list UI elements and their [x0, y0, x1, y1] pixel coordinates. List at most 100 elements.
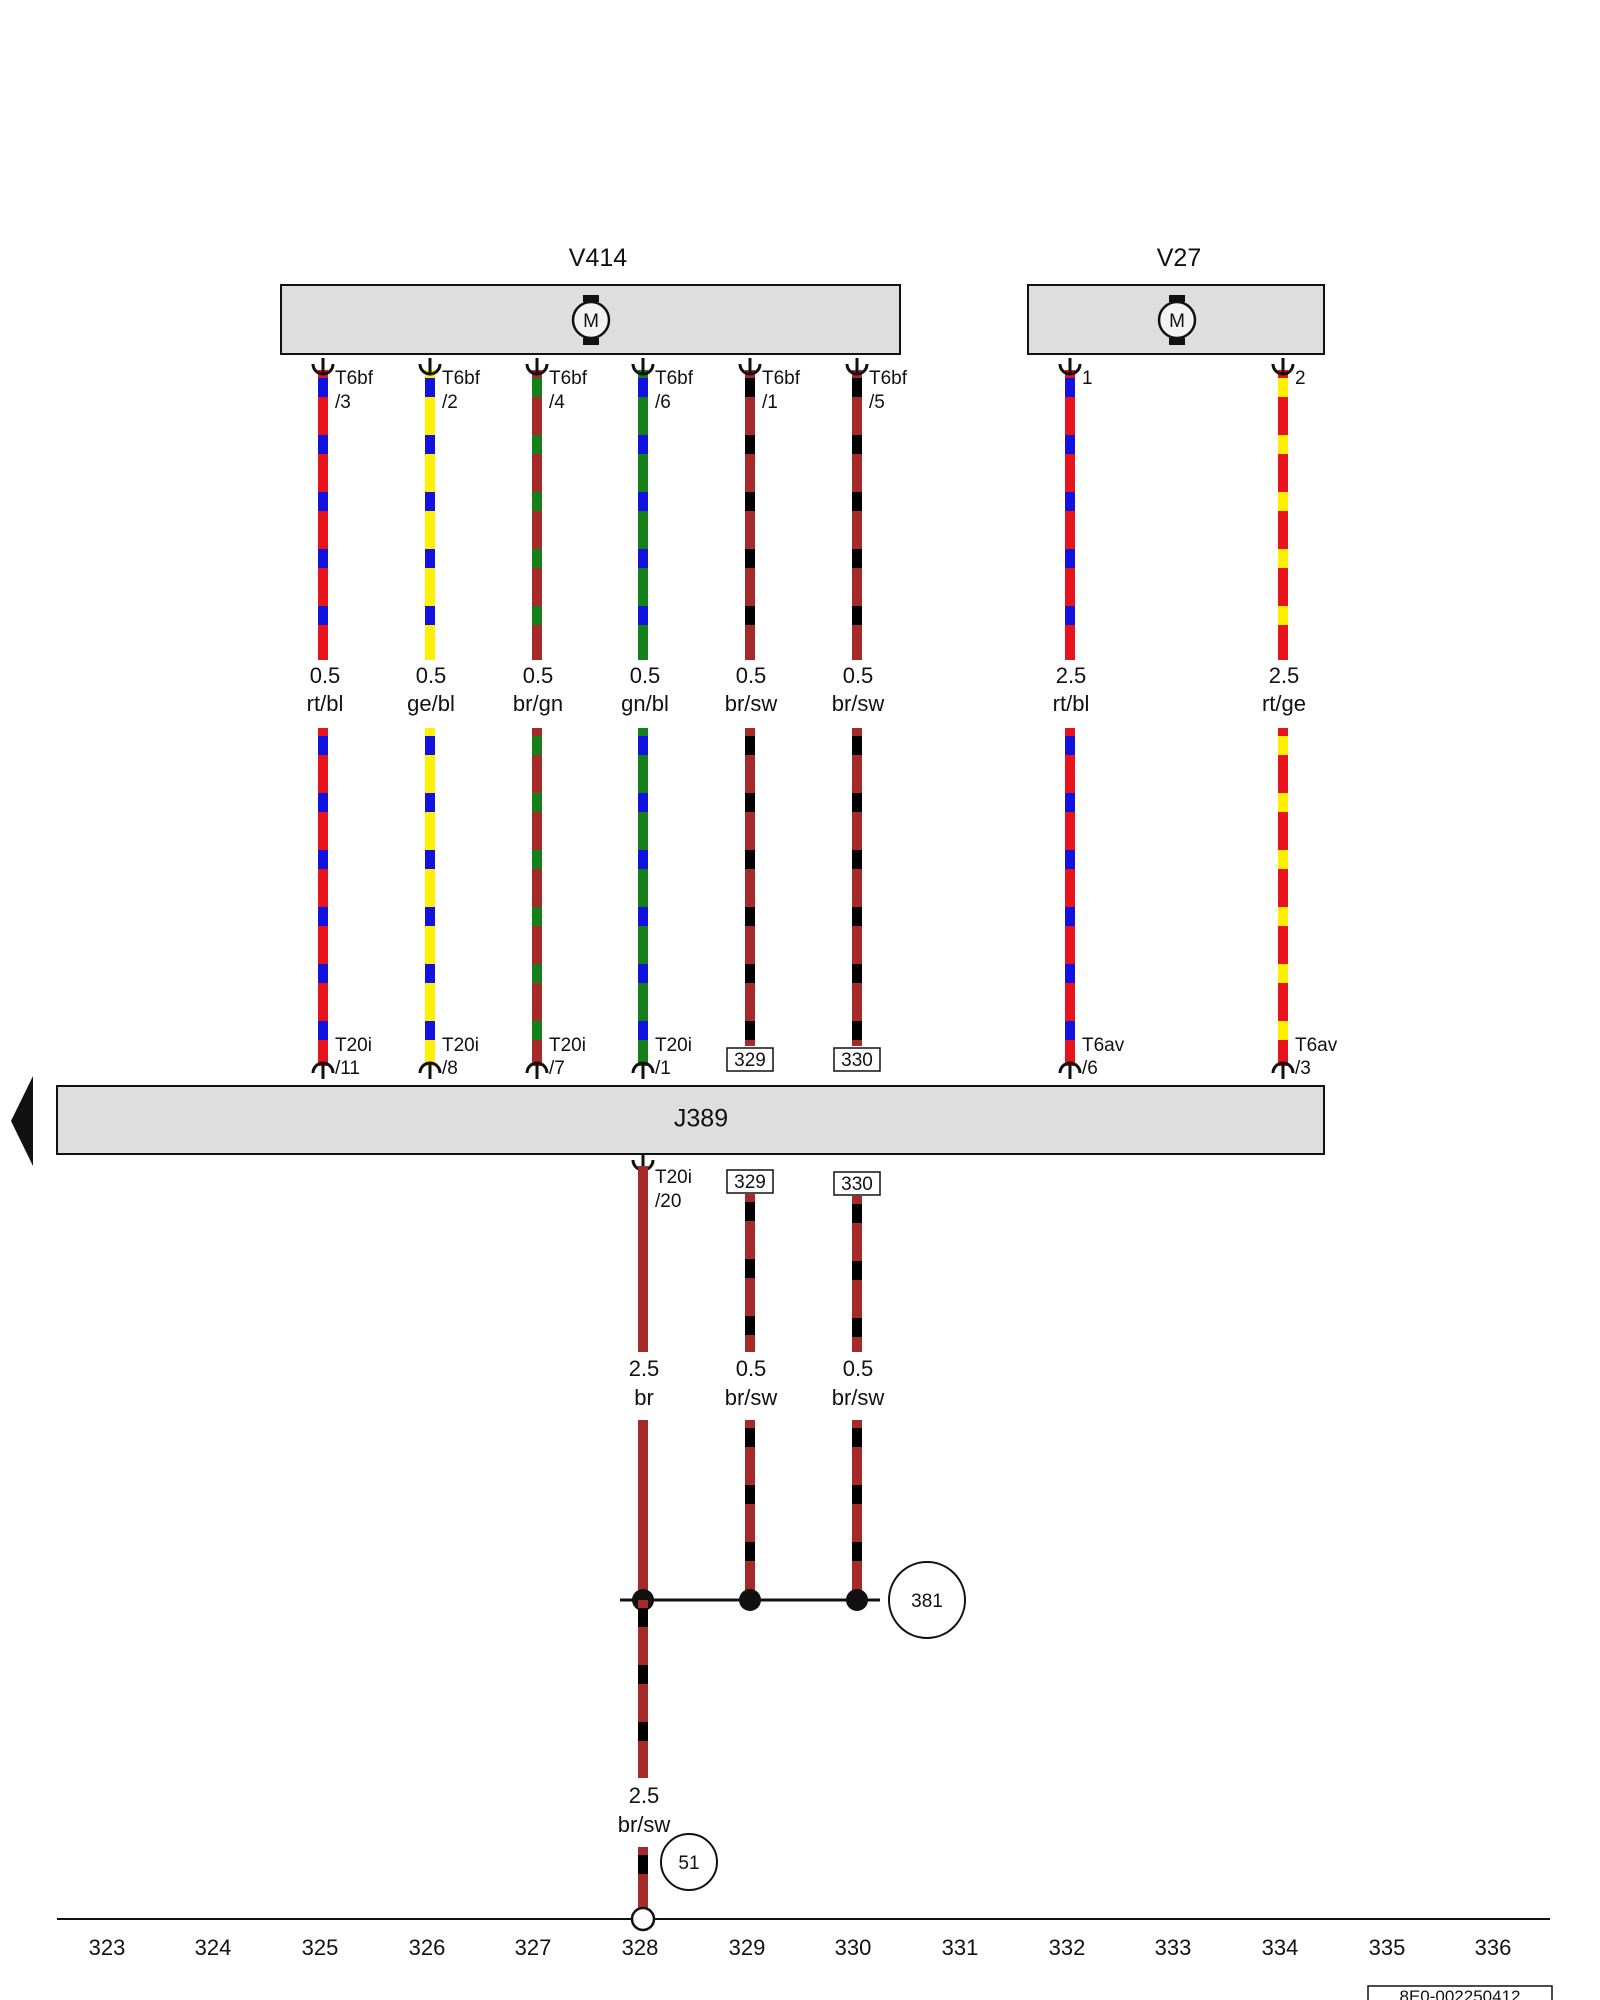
lower-wire-328: T20i /20 2.5 br [629, 1152, 692, 1600]
wire-base-color [1278, 370, 1288, 660]
wire-325-top-pin: /3 [335, 392, 351, 413]
wire-stripe [318, 1021, 328, 1040]
wire-stripe [745, 1428, 755, 1447]
ground-ref: 51 [678, 1853, 699, 1874]
wire-stripe [638, 1608, 648, 1627]
wire-base-color [638, 1600, 648, 1778]
wire-326-bottom-connector: T20i [442, 1035, 479, 1056]
wire-326-seg-bottom [425, 728, 435, 1066]
wire-327-color: br/gn [513, 691, 563, 716]
wire-325-bottom-connector: T20i [335, 1035, 372, 1056]
wire-332-bottom-pin: /6 [1082, 1058, 1098, 1079]
lower-wire-328-seg-bottom [638, 1420, 648, 1600]
track-number: 325 [302, 1935, 339, 1960]
track-number-row: 323 324 325 326 327 328 329 330 331 332 … [89, 1935, 1512, 1960]
wire-stripe [532, 850, 542, 869]
connector-bottom-icon [525, 1061, 549, 1081]
track-number: 328 [622, 1935, 659, 1960]
wire-stripe [852, 736, 862, 755]
wire-stripe [1278, 492, 1288, 511]
wire-base-color [425, 728, 435, 1066]
wire-stripe [425, 1021, 435, 1040]
wire-stripe [532, 736, 542, 755]
ground-wire: 2.5 br/sw [618, 1600, 671, 1908]
track-number: 327 [515, 1935, 552, 1960]
wire-326-size: 0.5 [416, 663, 447, 688]
footer-code: 8E0-002250412 [1399, 1987, 1520, 2000]
wire-stripe [745, 492, 755, 511]
wire-stripe [1065, 964, 1075, 983]
lower-wire-328-top-pin: /20 [655, 1191, 681, 1212]
wire-stripe [852, 1485, 862, 1504]
wire-stripe [852, 1542, 862, 1561]
lower-wire-328-top-connector: T20i [655, 1167, 692, 1188]
wire-334-bottom-pin: /3 [1295, 1058, 1311, 1079]
wire-stripe [425, 492, 435, 511]
wire-328-top-pin: /6 [655, 392, 671, 413]
ground-wire-seg-bottom [638, 1847, 648, 1908]
wire-stripe [638, 1855, 648, 1874]
wire-stripe [852, 964, 862, 983]
wire-base-color [638, 1166, 648, 1352]
connector-top-icon [418, 356, 442, 376]
wire-325-bottom-pin: /11 [335, 1058, 360, 1079]
wire-334-color: rt/ge [1262, 691, 1306, 716]
wire-327-bottom-connector: T20i [549, 1035, 586, 1056]
motor-v414-label: V414 [569, 244, 627, 272]
wire-stripe [852, 907, 862, 926]
wire-stripe [1065, 378, 1075, 397]
wire-stripe [745, 435, 755, 454]
splice-ref-circle [888, 1561, 966, 1639]
lower-wire-330: 330 0.5 br/sw [832, 1171, 885, 1600]
connector-bottom-icon [1058, 1061, 1082, 1081]
wire-328-color: gn/bl [621, 691, 669, 716]
wire-stripe [638, 435, 648, 454]
wire-stripe [1278, 793, 1288, 812]
motor-v27-symbol: M [1169, 311, 1185, 332]
wire-stripe [425, 964, 435, 983]
wire-stripe [745, 1259, 755, 1278]
wire-base-color [1065, 370, 1075, 660]
wire-332-top-pin: 1 [1082, 368, 1093, 389]
wire-329-seg-top [745, 370, 755, 660]
wire-base-color [852, 1420, 862, 1600]
wire-326-top-connector: T6bf [442, 368, 481, 389]
wire-stripe [745, 907, 755, 926]
wire-stripe [318, 907, 328, 926]
wire-stripe [745, 549, 755, 568]
wire-stripe [1065, 793, 1075, 812]
wire-stripe [425, 606, 435, 625]
motor-v414-symbol: M [583, 311, 599, 332]
splice-node-330 [846, 1589, 868, 1611]
wire-stripe [852, 1261, 862, 1280]
lower-wire-330-color: br/sw [832, 1385, 885, 1410]
lower-wire-328-color: br [634, 1385, 654, 1410]
wire-stripe [638, 1722, 648, 1741]
wire-stripe [638, 964, 648, 983]
wire-328-top-connector: T6bf [655, 368, 694, 389]
connector-top-icon [1271, 356, 1295, 376]
wire-stripe [1065, 850, 1075, 869]
wire-stripe [1278, 1021, 1288, 1040]
wire-330-top-connector: T6bf [869, 368, 908, 389]
wire-stripe [1278, 606, 1288, 625]
wire-stripe [425, 435, 435, 454]
ground-wire-color: br/sw [618, 1812, 671, 1837]
wire-base-color [1278, 728, 1288, 1066]
wire-334-size: 2.5 [1269, 663, 1300, 688]
connector-top-icon [525, 356, 549, 376]
ground-ref-circle [660, 1833, 718, 1891]
wire-332-seg-top [1065, 370, 1075, 660]
track-number: 335 [1369, 1935, 1406, 1960]
wire-334-top-pin: 2 [1295, 368, 1306, 389]
wire-base-color [425, 370, 435, 660]
lower-wire-330-ref: 330 [841, 1174, 873, 1195]
wire-stripe [745, 1542, 755, 1561]
connector-top-icon [1058, 356, 1082, 376]
wire-stripe [745, 964, 755, 983]
wire-stripe [532, 1021, 542, 1040]
connector-bottom-icon [418, 1061, 442, 1081]
wire-stripe [318, 964, 328, 983]
splice-ref: 381 [911, 1591, 943, 1612]
wire-332-size: 2.5 [1056, 663, 1087, 688]
